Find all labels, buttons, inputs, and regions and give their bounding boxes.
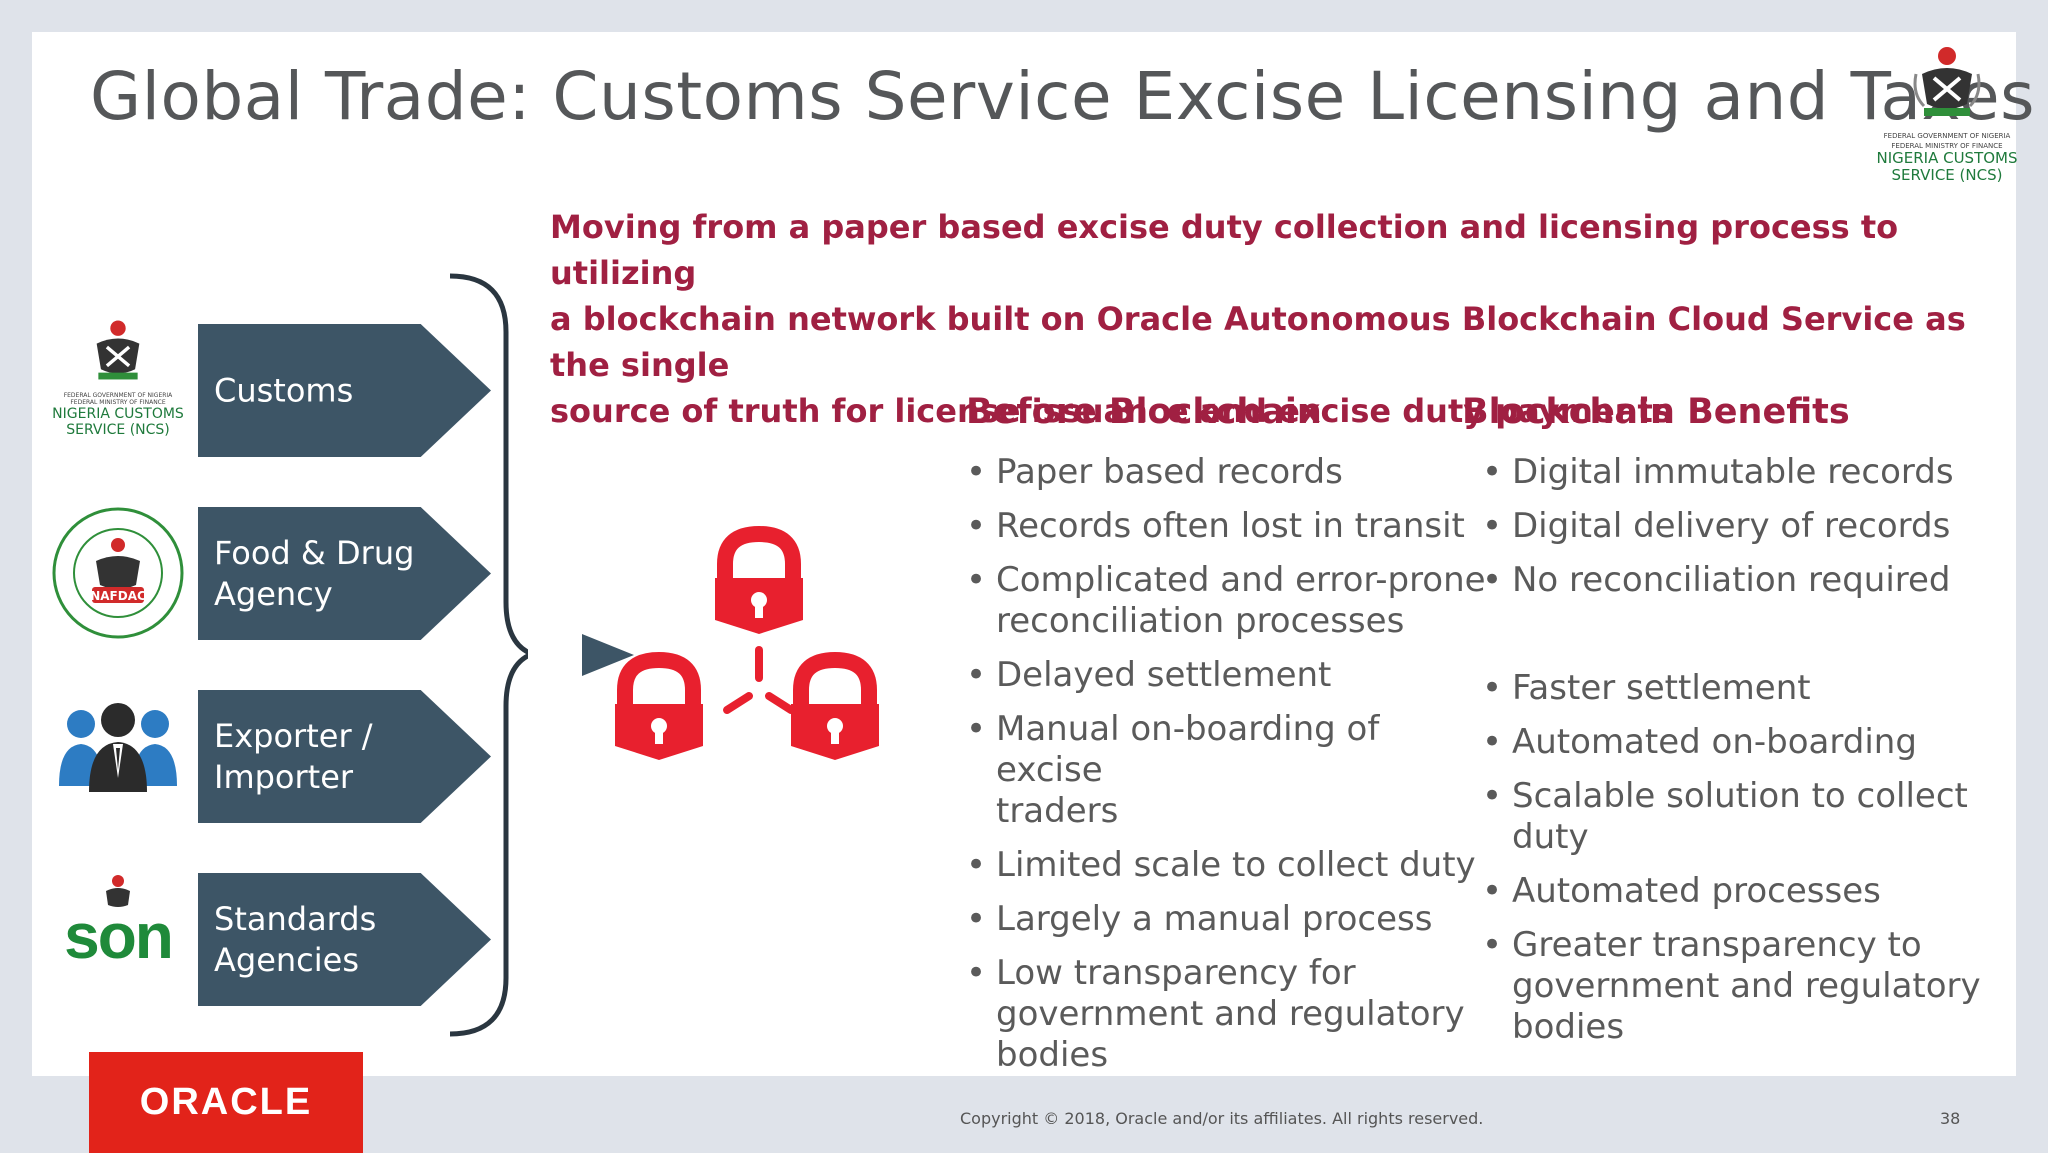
- list-item: Paper based records: [966, 452, 1486, 493]
- nafdac-name: NAFDAC: [90, 589, 146, 603]
- list-item-line: Low transparency for: [996, 953, 1356, 993]
- list-item-line: Largely a manual process: [996, 899, 1433, 939]
- list-item: Records often lost in transit: [966, 506, 1486, 547]
- logo-name-line2: SERVICE (NCS): [66, 422, 170, 438]
- participant-label: Exporter / Importer: [214, 716, 444, 798]
- list-item: Automated on-boarding: [1482, 722, 2002, 763]
- people-group-icon: [59, 703, 177, 792]
- list-item-line: Automated processes: [1512, 871, 1881, 911]
- nafdac-logo: NAFDAC: [44, 505, 192, 645]
- oracle-wordmark: ORACLE: [139, 1081, 313, 1123]
- son-wordmark: son: [64, 900, 174, 972]
- label-line: Food & Drug: [214, 533, 415, 572]
- participant-arrow-fda: Food & Drug Agency: [198, 507, 491, 640]
- list-item-line: government and regulatory: [996, 994, 1465, 1034]
- participant-label: Standards Agencies: [214, 899, 444, 981]
- participant-arrow-standards: Standards Agencies: [198, 873, 491, 1006]
- list-item-line: bodies: [996, 1035, 1109, 1075]
- slide-title: Global Trade: Customs Service Excise Lic…: [90, 58, 2035, 135]
- nafdac-seal-icon: NAFDAC: [52, 507, 184, 639]
- list-item-line: Digital immutable records: [1512, 452, 1954, 492]
- list-item-line: Paper based records: [996, 452, 1343, 492]
- coat-of-arms-icon: [1913, 47, 1981, 116]
- intro-line: Moving from a paper based excise duty co…: [550, 208, 1899, 292]
- list-item-line: Manual on-boarding of excise: [996, 709, 1380, 790]
- intro-line: source of truth for license issuance and…: [550, 392, 1672, 430]
- participant-arrow-exporter: Exporter / Importer: [198, 690, 491, 823]
- label-line: Agency: [214, 574, 333, 613]
- intro-statement: Moving from a paper based excise duty co…: [550, 204, 1980, 434]
- list-item-line: government and regulatory: [1512, 966, 1981, 1006]
- lock-icon: [791, 651, 879, 760]
- exporter-importer-logo: [44, 690, 192, 830]
- customs-logo: FEDERAL GOVERNMENT OF NIGERIA FEDERAL MI…: [44, 318, 192, 458]
- logo-name-line2: SERVICE (NCS): [1891, 166, 2003, 184]
- list-item: Complicated and error-pronereconciliatio…: [966, 560, 1486, 642]
- logo-name-line1: NIGERIA CUSTOMS: [1876, 149, 2018, 167]
- list-item-line: Scalable solution to collect: [1512, 776, 1968, 816]
- arrowhead-icon: [582, 634, 634, 676]
- list-item-line: reconciliation processes: [996, 601, 1405, 641]
- label-line: Exporter /: [214, 716, 373, 755]
- page-number: 38: [1940, 1109, 1961, 1128]
- list-item: Digital delivery of records: [1482, 506, 2002, 547]
- list-item-line: Complicated and error-prone: [996, 560, 1486, 600]
- list-item-line: duty: [1512, 817, 1589, 857]
- list-item: Faster settlement: [1482, 668, 2002, 709]
- list-item: Limited scale to collect duty: [966, 845, 1486, 886]
- benefits-list: Digital immutable recordsDigital deliver…: [1482, 452, 2002, 1061]
- lock-icon: [615, 651, 703, 760]
- logo-name-line1: NIGERIA CUSTOMS: [52, 406, 184, 422]
- ncs-logo: FEDERAL GOVERNMENT OF NIGERIA FEDERAL MI…: [1872, 44, 2022, 194]
- logo-org-line2: FEDERAL MINISTRY OF FINANCE: [70, 399, 166, 406]
- list-item-line: Faster settlement: [1512, 668, 1811, 708]
- participant-arrow-customs: Customs: [198, 324, 491, 457]
- list-item: No reconciliation required: [1482, 560, 2002, 601]
- list-item-line: Limited scale to collect duty: [996, 845, 1476, 885]
- coat-of-arms-icon: [96, 320, 140, 380]
- label-line: Customs: [214, 371, 354, 409]
- logo-org-line1: FEDERAL GOVERNMENT OF NIGERIA: [63, 392, 173, 399]
- list-item-line: Automated on-boarding: [1512, 722, 1917, 762]
- list-item-line: No reconciliation required: [1512, 560, 1951, 600]
- label-line: Standards: [214, 899, 377, 938]
- lock-icon: [715, 525, 803, 634]
- participant-label: Customs: [214, 370, 444, 411]
- list-item-line: traders: [996, 791, 1119, 831]
- logo-org-line1: FEDERAL GOVERNMENT OF NIGERIA: [1883, 132, 2011, 140]
- list-item-line: Greater transparency to: [1512, 925, 1922, 965]
- list-item-line: Records often lost in transit: [996, 506, 1465, 546]
- benefits-heading: Blockchain Benefits: [1462, 392, 1850, 432]
- oracle-logo: ORACLE: [89, 1052, 363, 1153]
- participant-label: Food & Drug Agency: [214, 533, 444, 615]
- list-item: Automated processes: [1482, 871, 2002, 912]
- before-heading: Before Blockchain: [966, 392, 1322, 432]
- list-item-line: bodies: [1512, 1007, 1625, 1047]
- list-item: Digital immutable records: [1482, 452, 2002, 493]
- intro-line: a blockchain network built on Oracle Aut…: [550, 300, 1966, 384]
- blockchain-network-icon: [615, 525, 879, 760]
- logo-org-line2: FEDERAL MINISTRY OF FINANCE: [1891, 142, 2003, 150]
- list-item: Delayed settlement: [966, 655, 1486, 696]
- son-logo: son: [44, 873, 192, 1013]
- list-item-line: Digital delivery of records: [1512, 506, 1951, 546]
- label-line: Agencies: [214, 940, 360, 979]
- before-list: Paper based recordsRecords often lost in…: [966, 452, 1486, 1089]
- brace-connector: [449, 273, 528, 1037]
- copyright: Copyright © 2018, Oracle and/or its affi…: [960, 1109, 1484, 1128]
- coat-of-arms-icon: [106, 875, 130, 907]
- list-item-line: Delayed settlement: [996, 655, 1332, 695]
- list-item: Largely a manual process: [966, 899, 1486, 940]
- label-line: Importer: [214, 757, 354, 796]
